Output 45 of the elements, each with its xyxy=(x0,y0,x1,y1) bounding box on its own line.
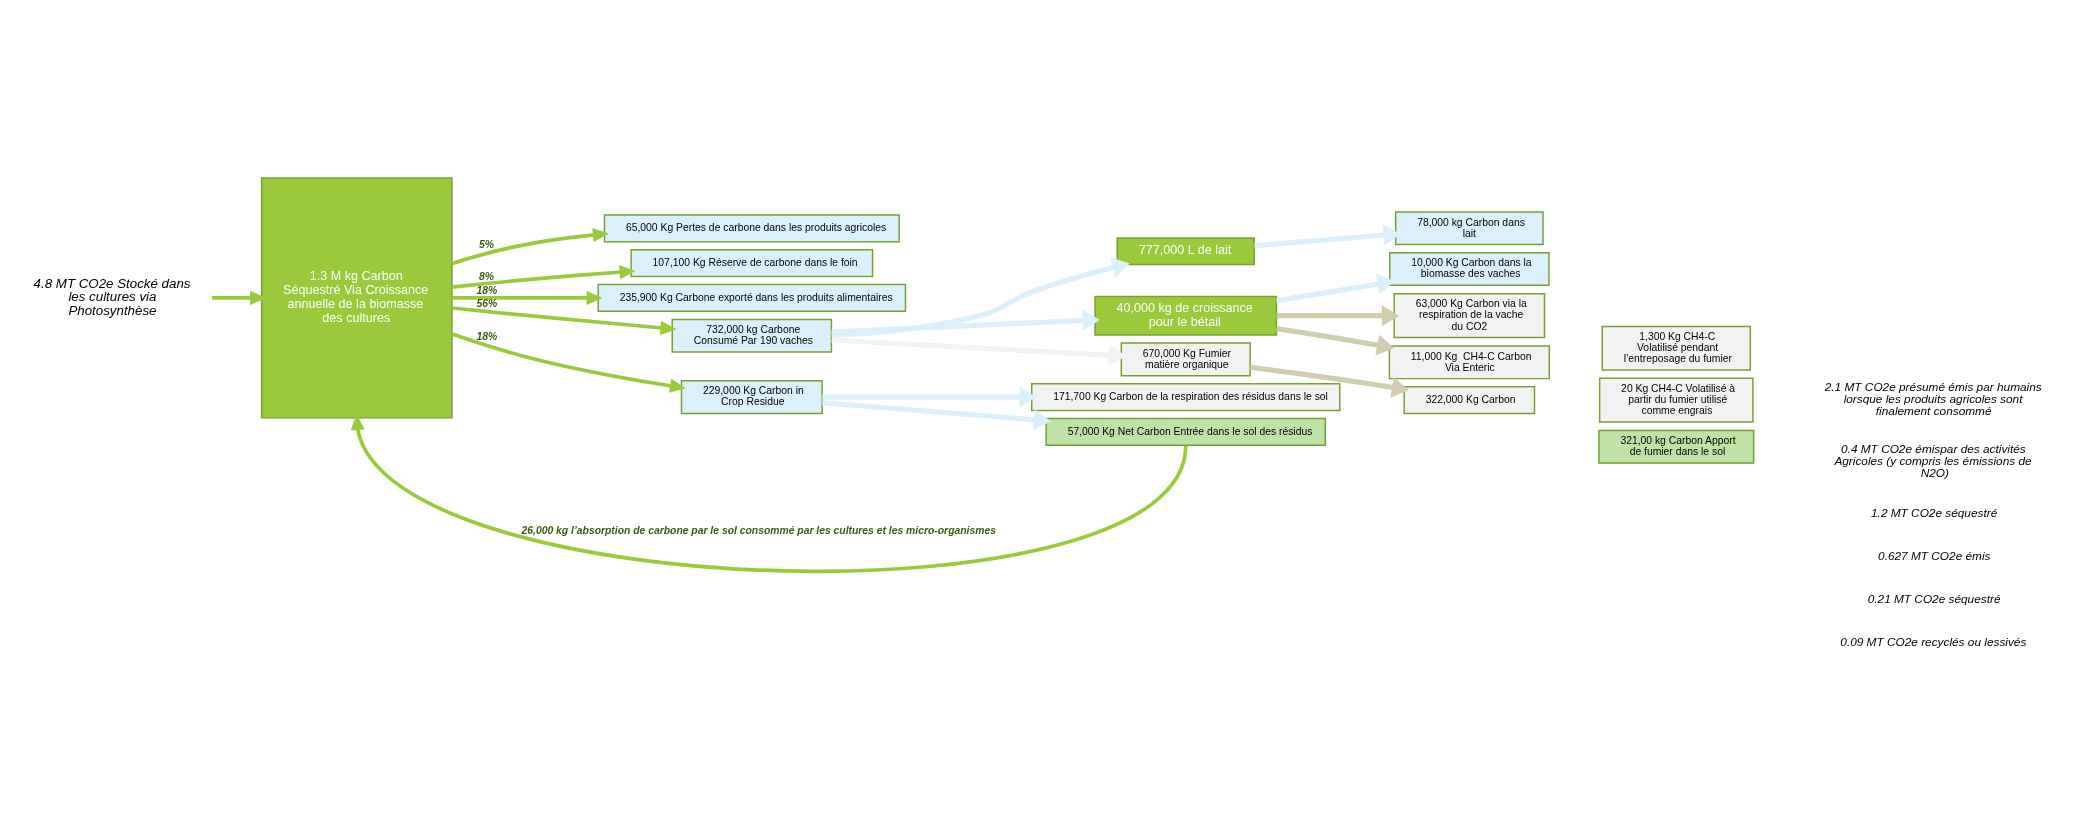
label: 0.21 MT CO2e séquestré xyxy=(1867,591,2001,606)
arrow xyxy=(831,257,1130,338)
node-box: 235,900 Kg Carbone exporté dans les produits alimentaires xyxy=(597,283,907,312)
node-box: 1,300 Kg CH4-C Volatilisé pendant l’entreposage du fumier xyxy=(1601,325,1752,371)
node-box: 78,000 kg Carbon dans lait xyxy=(1394,211,1544,246)
arrow xyxy=(1249,364,1409,398)
label: 2.1 MT CO2e présumé émis par humains lorsque les produits agricoles sont finalement consommé xyxy=(1824,380,2042,418)
node-box: 322,000 Kg Carbon xyxy=(1403,386,1536,415)
node-box: 57,000 Kg Net Carbon Entrée dans le sol des résidus xyxy=(1045,417,1327,446)
node-box: 1.3 M kg Carbon Séquestré Via Croissance annuelle de la biomasse des cultures xyxy=(260,177,453,419)
arrow xyxy=(1276,326,1395,356)
label: 0.09 MT CO2e recyclés ou lessivés xyxy=(1840,634,2027,649)
edge-label: 56% xyxy=(476,297,498,309)
arrow xyxy=(451,265,636,289)
arrow xyxy=(452,290,603,305)
label: 0.4 MT CO2e émispar des activités Agricoles (y compris les émissions de N2O) xyxy=(1834,442,2032,480)
arrow xyxy=(822,400,1051,431)
arrow xyxy=(1276,305,1399,327)
node-box: 20 Kg CH4-C Volatilisé à partir du fumier utilisé comme engrais xyxy=(1598,377,1754,423)
arrow xyxy=(451,332,686,393)
node-box: 10,000 Kg Carbon dans la biomasse des vaches xyxy=(1389,252,1550,287)
edge-label: 5% xyxy=(478,239,494,251)
arrow xyxy=(452,306,677,335)
arrow xyxy=(451,228,609,266)
node-box: 40,000 kg de croissance pour le bétail xyxy=(1094,295,1278,336)
arrow xyxy=(831,309,1100,335)
node-box: 65,000 Kg Pertes de carbone dans les produits agricoles xyxy=(603,214,900,243)
edge-label: 18% xyxy=(476,331,498,343)
node-box: 107,100 Kg Réserve de carbone dans le foin xyxy=(630,249,874,278)
node-box: 732,000 kg Carbone Consumé Par 190 vaches xyxy=(671,318,833,353)
node-box: 63,000 Kg Carbon via la respiration de la vache du CO2 xyxy=(1393,293,1546,339)
edge-label: 26,000 kg l’absorption de carbone par le sol consommé par les cultures et les micro-organismes xyxy=(521,525,996,537)
edge-label: 8% xyxy=(478,270,494,282)
arrow xyxy=(350,414,1188,573)
arrow xyxy=(822,386,1037,408)
label: 1.2 MT CO2e séquestré xyxy=(1871,505,1998,520)
edge-label: 18% xyxy=(476,285,498,297)
node-box: 321,00 kg Carbon Apport de fumier dans le sol xyxy=(1598,429,1755,464)
node-box: 171,700 Kg Carbon de la respiration des résidus dans le sol xyxy=(1031,383,1341,412)
label: 0.627 MT CO2e émis xyxy=(1878,548,1991,563)
node-box: 670,000 Kg Fumier matière organique xyxy=(1120,342,1251,377)
node-box: 777,000 L de lait xyxy=(1116,237,1255,266)
node-box: 229,000 Kg Carbon in Crop Residue xyxy=(680,380,823,415)
node-text: 4.8 MT CO2e Stocké dans les cultures via Photosynthèse xyxy=(33,275,191,318)
node-box: 11,000 Kg CH4-C Carbon Via Enteric xyxy=(1388,345,1551,380)
